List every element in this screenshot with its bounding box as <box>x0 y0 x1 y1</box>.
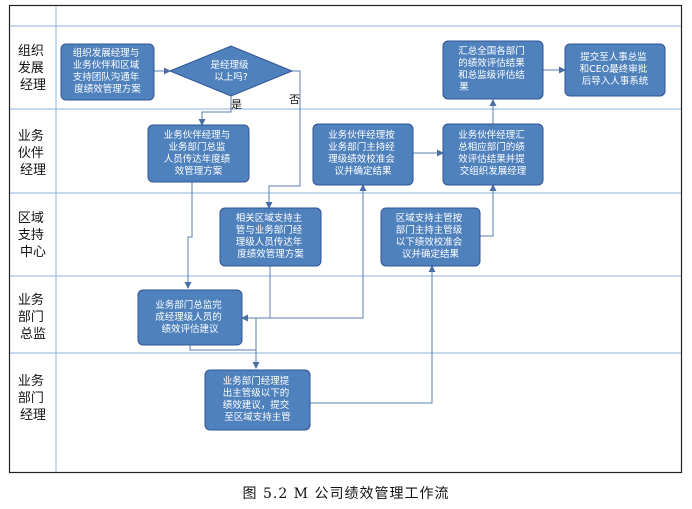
svg-text:组织发展经理与 业务伙伴和区域 支持: 组织发展经理与 业务伙伴和区域 支持团队沟通年 度绩效管理方案 <box>73 47 143 95</box>
node-summary-results[interactable]: 汇总全国各部门 的绩效评估结果 和总监级评估结 果 <box>442 40 544 100</box>
node-decision-manager-level[interactable]: 是经理级 以上吗? <box>168 45 294 97</box>
svg-text:提交至人事总监 和CEO最终审批 后: 提交至人事总监 和CEO最终审批 后导入人事系统 <box>580 51 651 87</box>
svg-text:相关区域支持主 管与业务部门经 理级: 相关区域支持主 管与业务部门经 理级人员传达年 度绩效管理方案 <box>236 212 306 260</box>
node-submit-approval[interactable]: 提交至人事总监 和CEO最终审批 后导入人事系统 <box>564 43 666 97</box>
svg-text:业务部门经理提 出主管级以下的 绩效: 业务部门经理提 出主管级以下的 绩效建议，提交 至区域支持主管 <box>223 375 293 423</box>
svg-text:区域支持主管按 部门主持主管级 以下: 区域支持主管按 部门主持主管级 以下绩效校准会 议并确定结果 <box>396 212 466 260</box>
arrow-director-to-bpcalib <box>189 184 367 351</box>
figure-caption: 图 5.2 M 公司绩效管理工作流 <box>242 486 450 502</box>
arrow-bpsend-to-director <box>184 182 193 289</box>
svg-text:业务伙伴经理汇 总相应部门的绩 效评: 业务伙伴经理汇 总相应部门的绩 效评估结果并提 交组织发展经理 <box>458 129 528 177</box>
node-region-communicate-manager[interactable]: 相关区域支持主 管与业务部门经 理级人员传达年 度绩效管理方案 <box>219 207 322 267</box>
node-region-calibration[interactable]: 区域支持主管按 部门主持主管级 以下绩效校准会 议并确定结果 <box>380 207 481 267</box>
arrow-regioncalib-to-bpcollect <box>480 184 497 237</box>
node-bp-communicate-director[interactable]: 业务伙伴经理与 业务部门总监 人员传达年度绩 效管理方案 <box>147 124 250 183</box>
node-bp-calibration[interactable]: 业务伙伴经理按 业务部门主持经 理级绩效校准会 议并确定结果 <box>312 123 414 186</box>
svg-text:业务部门总监完 成经理级人员的 绩效: 业务部门总监完 成经理级人员的 绩效评估建议 <box>155 299 225 335</box>
arrow-decision-yes <box>198 96 232 126</box>
arrow-decision-no <box>265 70 301 209</box>
node-bp-collect-results[interactable]: 业务伙伴经理汇 总相应部门的绩 效评估结果并提 交组织发展经理 <box>442 123 544 186</box>
lane-label-dept-director: 业务 部门 总监 <box>18 292 48 342</box>
lane-label-org-dev: 组织 发展 经理 <box>18 44 48 93</box>
node-director-evaluation[interactable]: 业务部门总监完 成经理级人员的 绩效评估建议 <box>137 289 243 346</box>
label-no: 否 <box>289 93 300 106</box>
svg-text:是经理级 以上吗?: 是经理级 以上吗? <box>210 59 251 83</box>
svg-text:汇总全国各部门 的绩效评估结果 和总: 汇总全国各部门 的绩效评估结果 和总监级评估结 果 <box>458 45 528 93</box>
svg-text:业务伙伴经理按 业务部门主持经 理级: 业务伙伴经理按 业务部门主持经 理级绩效校准会 议并确定结果 <box>328 129 398 177</box>
svg-text:业务伙伴经理与 业务部门总监 人员传: 业务伙伴经理与 业务部门总监 人员传达年度绩 效管理方案 <box>164 129 234 177</box>
node-manager-proposal[interactable]: 业务部门经理提 出主管级以下的 绩效建议，提交 至区域支持主管 <box>204 369 311 431</box>
node-org-dev-communicate[interactable]: 组织发展经理与 业务伙伴和区域 支持团队沟通年 度绩效管理方案 <box>60 43 155 101</box>
lane-label-biz-partner: 业务 伙伴 经理 <box>18 128 48 178</box>
label-yes: 是 <box>231 98 242 111</box>
arrow-manager-to-regioncalib <box>310 265 436 404</box>
workflow-diagram: 组织 发展 经理 业务 伙伴 经理 区域 支持 中心 业务 部门 总监 业务 部… <box>8 4 683 474</box>
lane-label-region-support: 区域 支持 中心 <box>18 211 48 260</box>
lane-label-dept-manager: 业务 部门 经理 <box>18 373 48 423</box>
